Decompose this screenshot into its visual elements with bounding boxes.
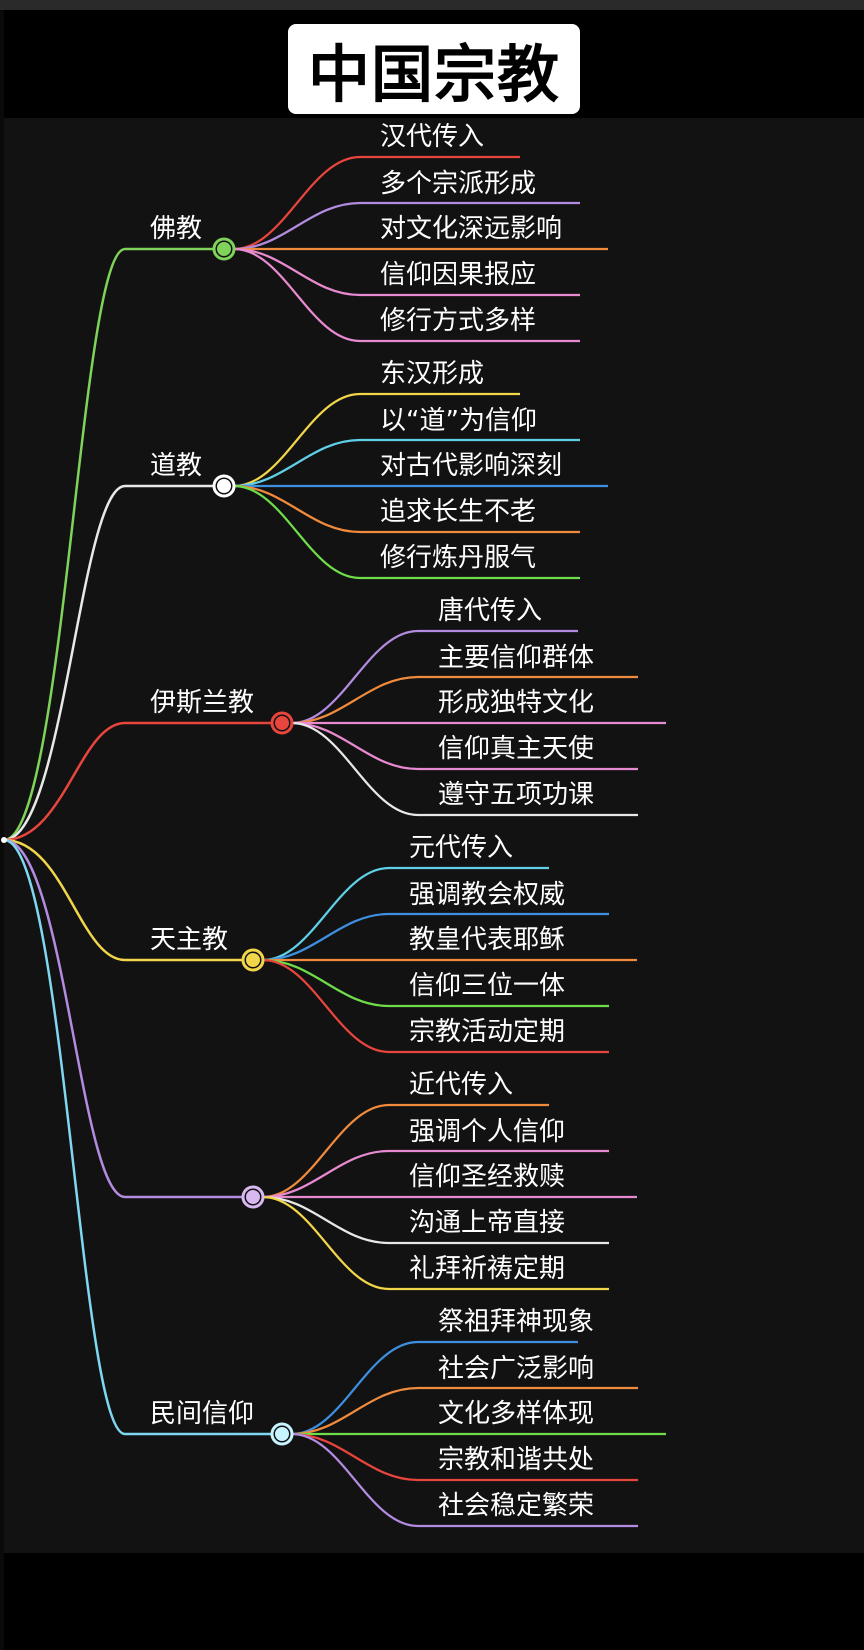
leaf-label: 修行炼丹服气 (380, 543, 536, 573)
branch-connector (3, 484, 214, 842)
leaf-connector (262, 1149, 609, 1199)
leaf-connector (291, 1386, 638, 1436)
leaf-label: 信仰真主天使 (438, 734, 594, 764)
branch-connector (3, 247, 214, 842)
leaf-connector (291, 675, 638, 725)
mindmap-background (4, 118, 864, 1553)
page-title: 中国宗教 (307, 38, 560, 111)
leaf-connector (262, 958, 609, 1054)
branch-connector (3, 721, 272, 842)
leaf-connector (291, 629, 578, 725)
branch-node-fill (275, 1427, 289, 1441)
leaf-label: 以“道”为信仰 (380, 406, 537, 436)
leaf-connector (233, 201, 580, 251)
leaf-connector (233, 484, 580, 534)
leaf-label: 宗教和谐共处 (438, 1445, 594, 1475)
leaf-label: 文化多样体现 (438, 1399, 594, 1429)
branch-node-fill (246, 1190, 260, 1204)
leaf-label: 信仰因果报应 (380, 260, 536, 290)
branch-node-fill (246, 953, 260, 967)
leaf-label: 教皇代表耶稣 (409, 925, 565, 955)
branch-connector (3, 838, 272, 1436)
branch-label: 民间信仰 (150, 1399, 254, 1429)
leaf-connector (291, 721, 638, 817)
leaf-label: 强调教会权威 (409, 880, 565, 910)
leaf-connector (262, 1103, 549, 1199)
leaf-connector (291, 1432, 638, 1482)
branch-label: 道教 (150, 451, 202, 481)
leaf-label: 东汉形成 (380, 359, 484, 389)
leaf-label: 对文化深远影响 (380, 214, 562, 244)
branch-label: 佛教 (150, 214, 202, 244)
leaf-connector (233, 247, 580, 297)
leaf-label: 元代传入 (409, 833, 513, 863)
branch-node-fill (217, 479, 231, 493)
leaf-label: 形成独特文化 (438, 688, 594, 718)
leaf-connector (291, 721, 638, 771)
leaf-label: 追求长生不老 (380, 497, 536, 527)
leaf-connector (233, 392, 520, 488)
leaf-connector (291, 1432, 638, 1528)
leaf-label: 祭祖拜神现象 (438, 1307, 594, 1337)
branch-connector (3, 838, 243, 962)
top-bar (0, 0, 864, 10)
leaf-label: 多个宗派形成 (380, 169, 536, 199)
leaf-connector (233, 484, 580, 580)
leaf-connector (233, 247, 580, 343)
leaf-label: 社会稳定繁荣 (438, 1491, 594, 1521)
branch-label: 天主教 (150, 925, 228, 955)
branch-connector (3, 838, 243, 1199)
leaf-connector (262, 866, 549, 962)
title-box: 中国宗教 (288, 24, 580, 114)
leaf-label: 沟通上帝直接 (409, 1208, 565, 1238)
leaf-connector (262, 1195, 609, 1245)
leaf-label: 主要信仰群体 (438, 643, 594, 673)
leaf-connector (233, 438, 580, 488)
leaf-label: 汉代传入 (380, 122, 484, 152)
leaf-label: 遵守五项功课 (438, 780, 594, 810)
leaf-connector (291, 1340, 578, 1436)
leaf-label: 对古代影响深刻 (380, 451, 562, 481)
leaf-label: 近代传入 (409, 1070, 513, 1100)
leaf-label: 礼拜祈祷定期 (409, 1254, 565, 1284)
branch-label: 伊斯兰教 (150, 688, 254, 718)
leaf-label: 唐代传入 (438, 596, 542, 626)
left-edge (0, 10, 4, 1650)
leaf-label: 强调个人信仰 (409, 1117, 565, 1147)
leaf-label: 信仰圣经救赎 (409, 1162, 565, 1192)
leaf-connector (262, 1195, 609, 1291)
leaf-label: 信仰三位一体 (409, 971, 565, 1001)
root-node (1, 837, 7, 843)
leaf-label: 社会广泛影响 (438, 1354, 594, 1384)
leaf-label: 宗教活动定期 (409, 1017, 565, 1047)
branch-node-fill (217, 242, 231, 256)
leaf-connector (233, 155, 520, 251)
branch-node-fill (275, 716, 289, 730)
leaf-connector (262, 912, 609, 962)
leaf-connector (262, 958, 609, 1008)
leaf-label: 修行方式多样 (380, 306, 536, 336)
